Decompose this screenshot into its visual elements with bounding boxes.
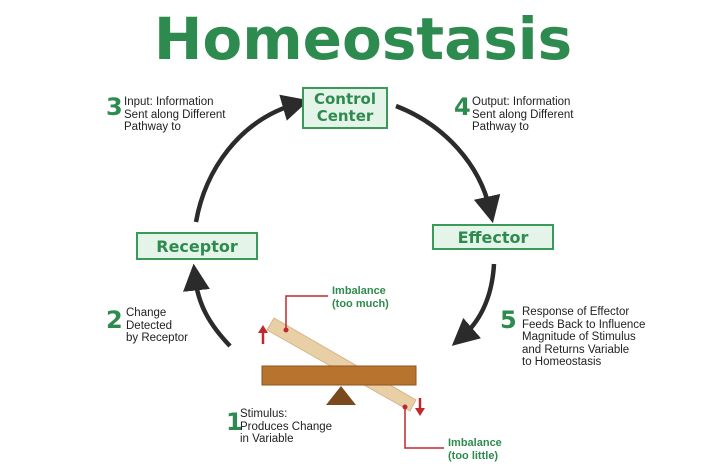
- arrow-down-icon: [415, 398, 425, 416]
- arrow-receptor-to-control: [193, 94, 309, 223]
- control-center-line2: Center: [316, 107, 374, 125]
- arrow-effector-to-stimulus: [451, 263, 497, 346]
- step-number: 4: [454, 93, 471, 121]
- imbalance-too-much-label: Imbalance (too much): [332, 285, 389, 310]
- imbalance-too-little-label: Imbalance (too little): [448, 437, 502, 462]
- control-center-box: Control Center: [302, 87, 388, 129]
- arrow-up-icon: [258, 325, 268, 344]
- page-title: Homeostasis: [153, 5, 573, 73]
- control-center-line1: Control: [313, 90, 376, 108]
- step-number: 5: [500, 306, 517, 334]
- step-text: Stimulus: Produces Change in Variable: [240, 408, 333, 445]
- effector-box: Effector: [432, 224, 554, 250]
- leader-too-little: [404, 407, 444, 449]
- receptor-box: Receptor: [136, 232, 258, 260]
- leader-too-much: [285, 295, 328, 330]
- step-text: Change Detected by Receptor: [126, 307, 189, 344]
- step-text: Output: Information Sent along Different…: [472, 96, 574, 133]
- step-text: Input: Information Sent along Different …: [124, 96, 226, 133]
- fulcrum: [326, 386, 356, 405]
- arrow-stimulus-to-receptor: [183, 263, 232, 348]
- step-number: 1: [226, 408, 243, 436]
- step-number: 2: [106, 306, 123, 334]
- arrow-control-to-effector: [395, 103, 501, 224]
- step-number: 3: [106, 93, 123, 121]
- level-plank: [261, 365, 417, 386]
- step-text: Response of Effector Feeds Back to Influ…: [522, 306, 646, 368]
